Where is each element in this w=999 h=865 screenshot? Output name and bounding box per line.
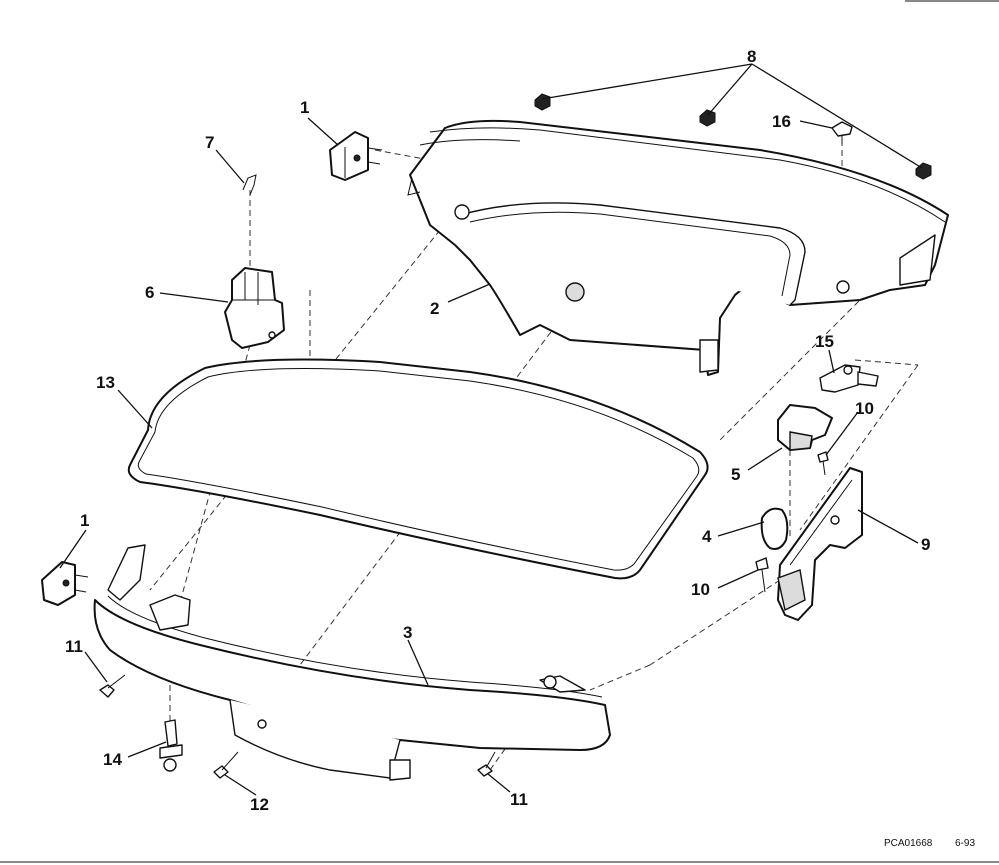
cowl-seal-part-13 xyxy=(127,358,709,580)
latch-part-1-left xyxy=(41,561,89,606)
drawing-date: 6-93 xyxy=(955,838,975,849)
lower-cowl-part-3 xyxy=(93,544,611,781)
callout-10-upper: 10 xyxy=(855,399,874,418)
side-bracket-part-9 xyxy=(777,467,863,621)
callout-11-left: 11 xyxy=(65,637,83,656)
bracket-part-5 xyxy=(777,404,833,451)
callout-1-left: 1 xyxy=(80,511,89,530)
callout-13: 13 xyxy=(96,373,115,392)
callout-10-lower: 10 xyxy=(691,580,710,599)
callout-3: 3 xyxy=(403,623,412,642)
callout-7: 7 xyxy=(205,133,214,152)
callout-leader-lines xyxy=(59,63,923,796)
callout-15: 15 xyxy=(815,332,834,351)
latch-part-1-top xyxy=(329,131,383,181)
callout-8: 8 xyxy=(747,47,756,66)
callout-12: 12 xyxy=(250,795,269,814)
fitting-part-15 xyxy=(819,364,879,393)
callout-11-bottom: 11 xyxy=(510,790,528,809)
screws-part-11 xyxy=(99,674,496,777)
callout-numbers: 1 7 6 8 16 2 13 15 10 5 4 9 10 1 11 3 14… xyxy=(65,47,930,814)
bolt-part-14 xyxy=(159,719,183,772)
hinge-block-part-6 xyxy=(224,267,285,349)
clip-part-7 xyxy=(242,174,257,196)
callout-2: 2 xyxy=(430,299,439,318)
upper-cowl-part-2 xyxy=(407,119,949,376)
drawing-code: PCA01668 xyxy=(884,838,933,849)
screws-part-10 xyxy=(755,451,829,593)
screw-part-16 xyxy=(831,121,853,144)
screw-part-12 xyxy=(213,751,239,779)
callout-9: 9 xyxy=(921,535,930,554)
callout-6: 6 xyxy=(145,283,154,302)
callout-14: 14 xyxy=(103,750,122,769)
callout-4: 4 xyxy=(702,527,712,546)
callout-16: 16 xyxy=(772,112,791,131)
callout-5: 5 xyxy=(731,465,740,484)
callout-1-top: 1 xyxy=(300,98,309,117)
plug-part-4 xyxy=(760,507,789,550)
